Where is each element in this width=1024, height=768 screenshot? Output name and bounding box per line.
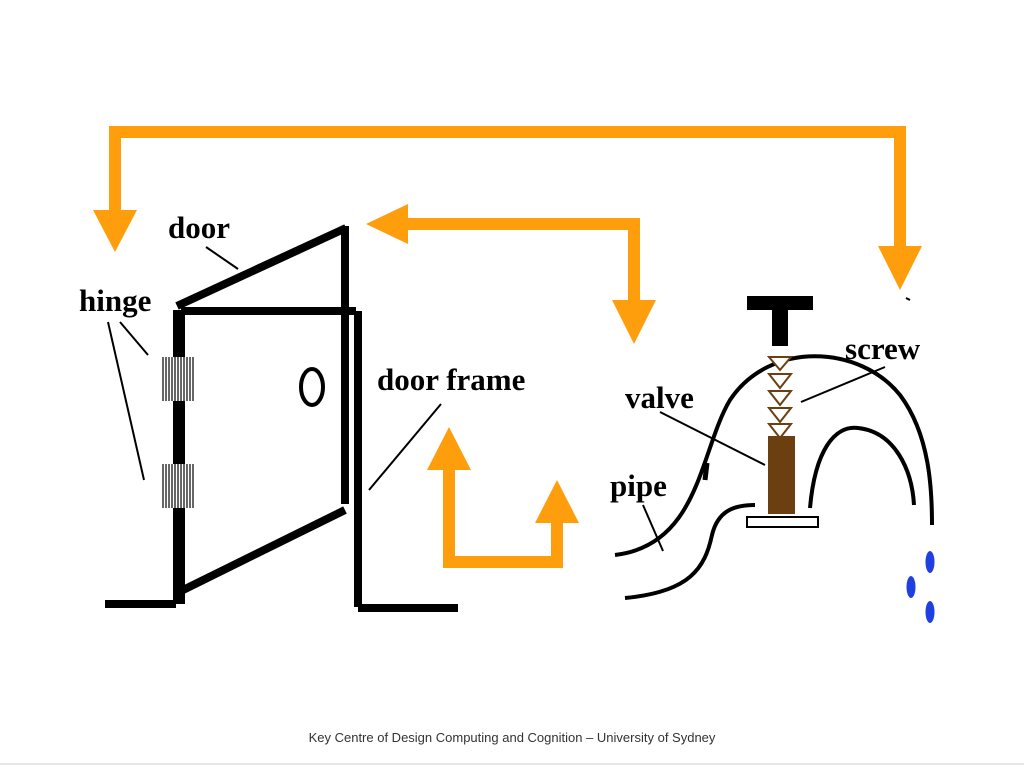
door-handle [299, 367, 325, 407]
screw-thread [766, 356, 794, 440]
hinge-lower [162, 464, 194, 508]
tap-drawing [614, 296, 934, 600]
hinge-leader-lower [107, 321, 145, 481]
arrowhead-up-left [427, 427, 471, 470]
spout-inner-curve [808, 425, 916, 509]
water-drop [925, 551, 935, 573]
hinge-screw-connector [109, 126, 906, 250]
footer-credit: Key Centre of Design Computing and Cogni… [308, 730, 716, 745]
hinge-label: hinge [79, 283, 152, 318]
pipe-joint-mark [702, 462, 710, 481]
hinge-leader-upper [119, 321, 149, 356]
door-top-edge [175, 224, 348, 310]
valve-leader [659, 411, 766, 466]
pipe-label: pipe [610, 468, 667, 503]
valve-body [768, 436, 795, 514]
hinge-upper [162, 357, 194, 401]
bottom-divider [0, 763, 1024, 765]
arrowhead-down-screw [878, 246, 922, 290]
analogy-arrows [93, 126, 922, 568]
door-drawing [105, 224, 458, 612]
door-frame-label: door frame [377, 362, 526, 397]
tap-handle-bar [747, 296, 813, 310]
valve-seat [746, 516, 819, 528]
arrowhead-up-right [535, 480, 579, 523]
screw-label: screw [845, 331, 921, 366]
door-bottom-edge [177, 506, 347, 596]
arrowhead-down-hinge [93, 210, 137, 252]
screw-leader [800, 366, 886, 403]
pipe-leader [642, 504, 664, 552]
tap-handle-stem [772, 306, 788, 346]
water-drop [925, 601, 935, 623]
pipe-lower-curve [624, 503, 756, 600]
door-label: door [168, 210, 230, 245]
door-leader [205, 246, 239, 270]
door-frame-leader [368, 403, 442, 491]
arrowhead-left-door [366, 204, 408, 244]
water-drop [906, 576, 916, 598]
water-mark [905, 297, 911, 301]
spout-outer-curve [614, 354, 934, 557]
arrowhead-down-valve [612, 300, 656, 344]
water-drops [906, 551, 935, 623]
valve-label: valve [625, 380, 694, 415]
door-valve-connector [406, 218, 640, 302]
small-bracket-connector [443, 468, 563, 568]
